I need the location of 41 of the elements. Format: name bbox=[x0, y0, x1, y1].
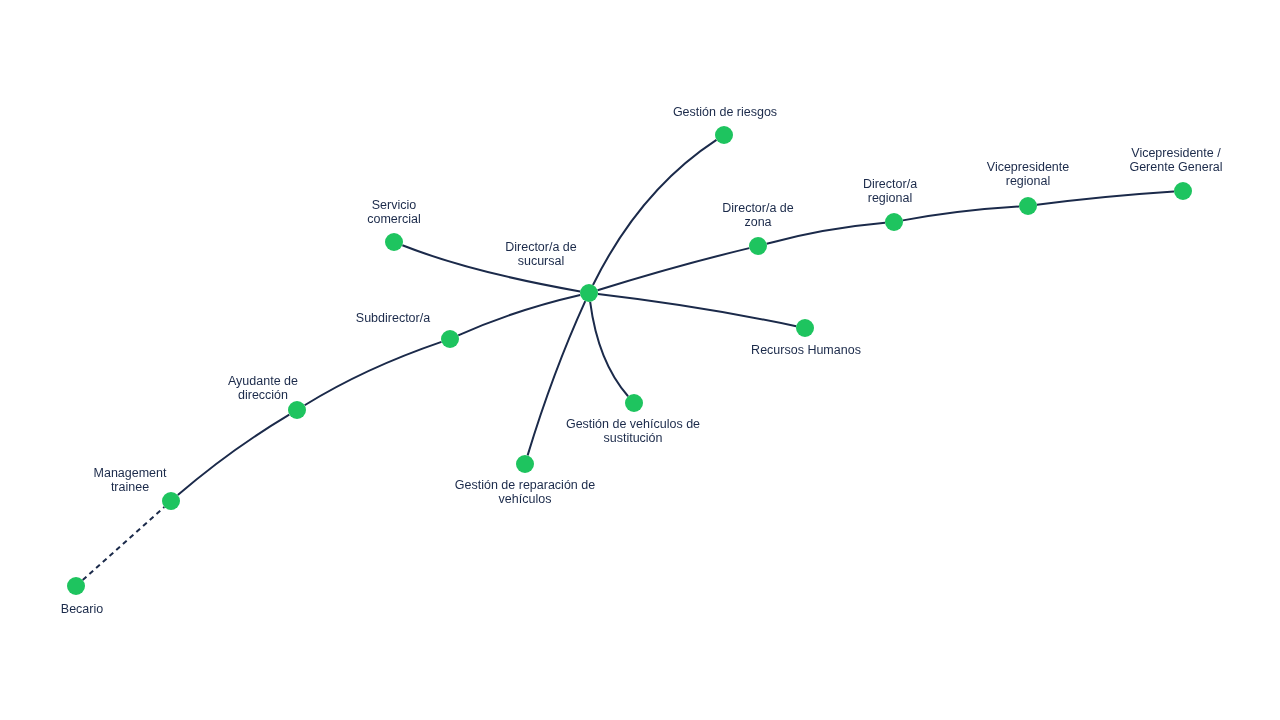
connector bbox=[1035, 190, 1175, 206]
node-label: Director/a regional bbox=[861, 177, 919, 205]
node-dot bbox=[441, 330, 459, 348]
node-label: Servicio comercial bbox=[366, 198, 422, 226]
node-dot bbox=[385, 233, 403, 251]
node-dot bbox=[1019, 197, 1037, 215]
node-label: Director/a de zona bbox=[721, 201, 795, 229]
node-label: Recursos Humanos bbox=[750, 343, 862, 357]
node-label: Management trainee bbox=[92, 466, 168, 494]
node-label: Gestión de riesgos bbox=[671, 105, 779, 119]
node-dot bbox=[749, 237, 767, 255]
node-dot bbox=[162, 492, 180, 510]
connector bbox=[596, 247, 751, 292]
node-dot bbox=[885, 213, 903, 231]
node-label: Gestión de reparación de vehículos bbox=[453, 478, 597, 506]
connector bbox=[765, 221, 887, 245]
node-dot bbox=[715, 126, 733, 144]
node-label: Vicepresidente / Gerente General bbox=[1128, 146, 1224, 174]
node-label: Director/a de sucursal bbox=[504, 240, 578, 268]
connector bbox=[596, 293, 798, 328]
connector bbox=[901, 205, 1020, 222]
node-label: Vicepresidente regional bbox=[985, 160, 1071, 188]
node-label: Becario bbox=[59, 602, 105, 616]
node-label: Ayudante de dirección bbox=[227, 374, 299, 402]
connector bbox=[589, 300, 630, 398]
dashed-connector bbox=[81, 506, 166, 581]
connector bbox=[176, 413, 291, 497]
node-dot bbox=[67, 577, 85, 595]
connector bbox=[592, 138, 718, 286]
node-label: Gestión de vehículos de sustitución bbox=[564, 417, 702, 445]
node-dot bbox=[288, 401, 306, 419]
connector bbox=[457, 294, 582, 337]
node-dot bbox=[516, 455, 534, 473]
connector bbox=[303, 340, 443, 407]
node-label: Subdirector/a bbox=[354, 311, 432, 325]
node-dot bbox=[1174, 182, 1192, 200]
connector bbox=[526, 300, 587, 457]
connector bbox=[401, 244, 582, 293]
node-dot bbox=[580, 284, 598, 302]
node-dot bbox=[796, 319, 814, 337]
node-dot bbox=[625, 394, 643, 412]
